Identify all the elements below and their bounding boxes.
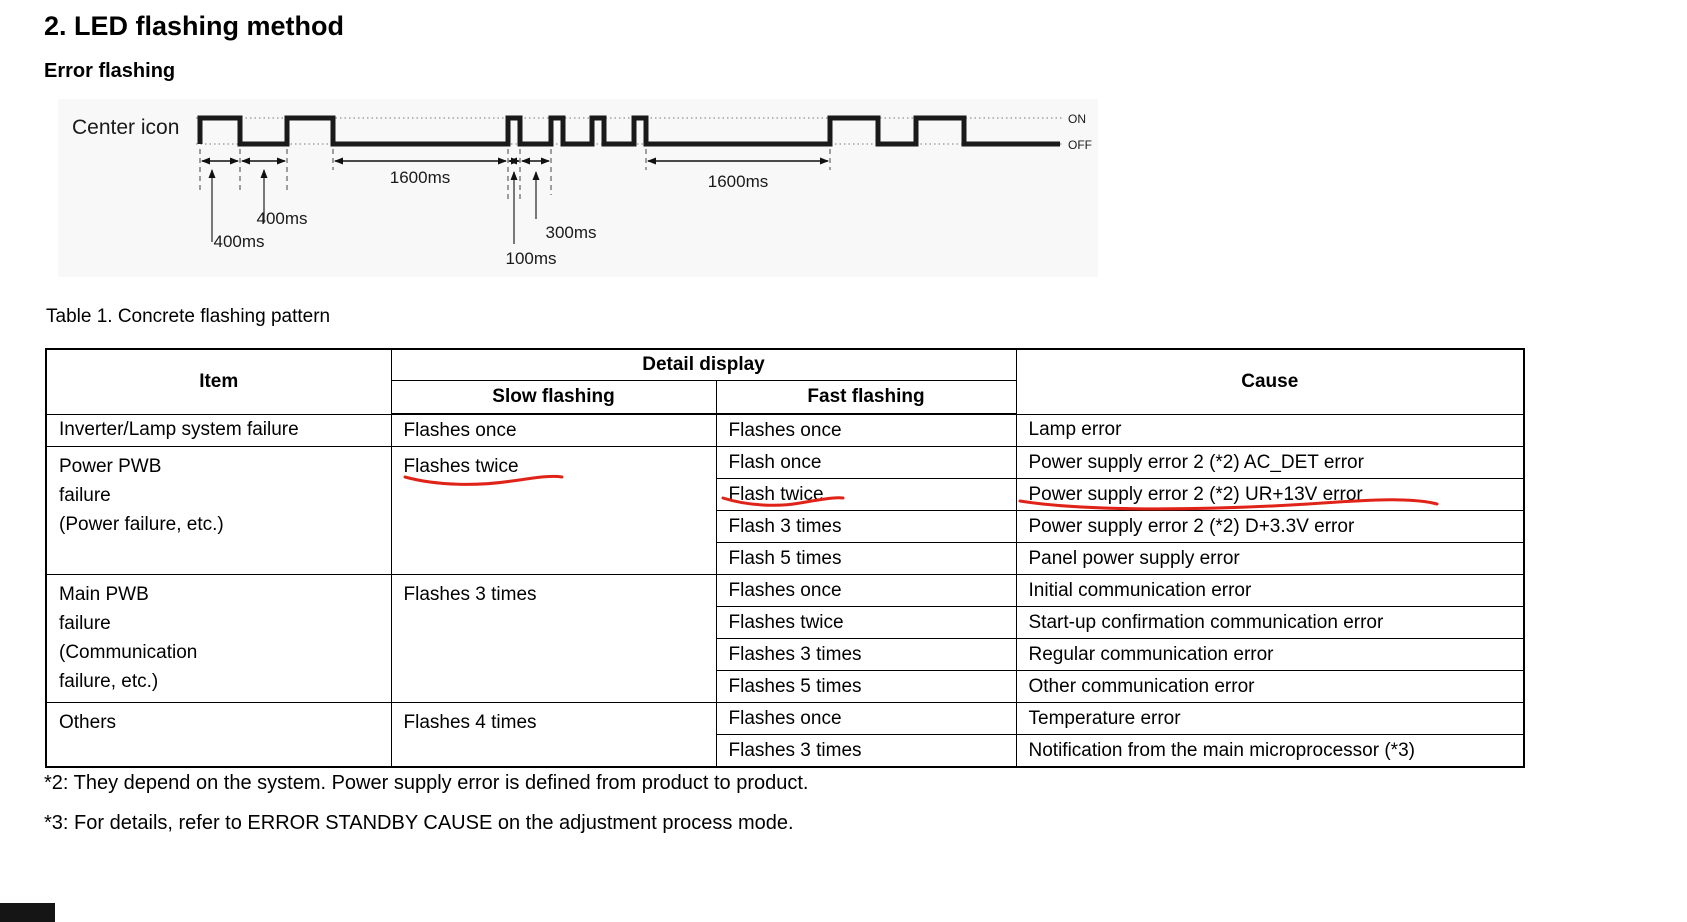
timing-diagram: Center icon ON OFF xyxy=(72,112,1092,268)
table-row: Flashes 3 times Notification from the ma… xyxy=(46,734,1525,768)
cell-cause: Power supply error 2 (*2) D+3.3V error xyxy=(1015,510,1525,543)
table-row: Flashes 3 times Regular communication er… xyxy=(46,638,1525,671)
cell-fast: Flashes twice xyxy=(715,606,1017,639)
cell-item: Inverter/Lamp system failure xyxy=(45,413,392,447)
cell-cause: Power supply error 2 (*2) UR+13V error xyxy=(1015,478,1525,511)
cell-fast: Flash once xyxy=(715,446,1017,479)
cell-fast: Flash 3 times xyxy=(715,510,1017,543)
cell-item: Power PWB failure (Power failure, etc.) xyxy=(45,446,392,575)
footnote-3: *3: For details, refer to ERROR STANDBY … xyxy=(44,812,794,834)
timing-label-off2: 300ms xyxy=(545,223,596,242)
timing-label-on1: 400ms xyxy=(213,232,264,251)
cell-cause: Start-up confirmation communication erro… xyxy=(1015,606,1525,639)
cell-item: Main PWB failure (Communication failure,… xyxy=(45,574,392,703)
section-heading: Error flashing xyxy=(44,60,176,82)
waveform xyxy=(197,115,1060,147)
cell-cause: Other communication error xyxy=(1015,670,1525,703)
header-slow-flashing: Slow flashing xyxy=(390,380,717,415)
cell-fast: Flash 5 times xyxy=(715,542,1017,575)
cell-cause: Lamp error xyxy=(1015,413,1525,447)
off-label: OFF xyxy=(1068,138,1092,152)
cell-cause: Notification from the main microprocesso… xyxy=(1015,734,1525,768)
table-caption: Table 1. Concrete flashing pattern xyxy=(46,306,331,327)
cell-fast: Flashes 5 times xyxy=(715,670,1017,703)
cell-fast: Flash twice xyxy=(715,478,1017,511)
flashing-pattern-table: Item Detail display Cause Slow flashing … xyxy=(45,348,1525,768)
cell-fast: Flashes 3 times xyxy=(715,638,1017,671)
table-row: Flash 5 times Panel power supply error xyxy=(46,542,1525,575)
cell-fast: Flashes once xyxy=(715,574,1017,607)
timing-label-on2: 100ms xyxy=(505,249,556,268)
cell-cause: Power supply error 2 (*2) AC_DET error xyxy=(1015,446,1525,479)
cell-slow: Flashes 4 times xyxy=(390,702,717,768)
signal-label: Center icon xyxy=(72,116,179,139)
header-fast-flashing: Fast flashing xyxy=(715,380,1017,415)
table-row: Inverter/Lamp system failure Flashes onc… xyxy=(45,413,1525,447)
cell-slow: Flashes twice xyxy=(390,446,717,575)
cell-slow: Flashes once xyxy=(390,413,717,447)
cell-cause: Panel power supply error xyxy=(1015,542,1525,575)
diagram-background xyxy=(58,99,1098,277)
table-row: Flashes 5 times Other communication erro… xyxy=(46,670,1525,703)
cell-cause: Regular communication error xyxy=(1015,638,1525,671)
pointer-arrows xyxy=(208,169,540,244)
table-row: Flashes twice Start-up confirmation comm… xyxy=(46,606,1525,639)
cell-cause: Temperature error xyxy=(1015,702,1525,735)
page-title: 2. LED flashing method xyxy=(44,11,345,41)
footnote-2: *2: They depend on the system. Power sup… xyxy=(44,772,809,794)
on-label: ON xyxy=(1068,112,1086,126)
table-row: Others Flashes 4 times Flashes once Temp… xyxy=(45,702,1525,768)
timing-label-gap1: 1600ms xyxy=(390,168,450,187)
cell-fast: Flashes once xyxy=(715,702,1017,735)
dashed-guides xyxy=(199,149,831,200)
cell-item: Others xyxy=(45,702,392,768)
table-row: Power PWB failure (Power failure, etc.) … xyxy=(45,446,1525,575)
table-row: Flash 3 times Power supply error 2 (*2) … xyxy=(46,510,1525,543)
timing-label-gap2: 1600ms xyxy=(708,172,768,191)
page-corner-mark xyxy=(0,903,55,922)
table-row: Main PWB failure (Communication failure,… xyxy=(45,574,1525,703)
header-cause: Cause xyxy=(1015,348,1525,415)
cell-fast: Flashes once xyxy=(715,413,1017,447)
cell-slow: Flashes 3 times xyxy=(390,574,717,703)
cell-cause: Initial communication error xyxy=(1015,574,1525,607)
header-detail-display: Detail display xyxy=(390,348,1017,381)
header-item: Item xyxy=(45,348,392,415)
cell-fast: Flashes 3 times xyxy=(715,734,1017,768)
timing-label-off1: 400ms xyxy=(256,209,307,228)
